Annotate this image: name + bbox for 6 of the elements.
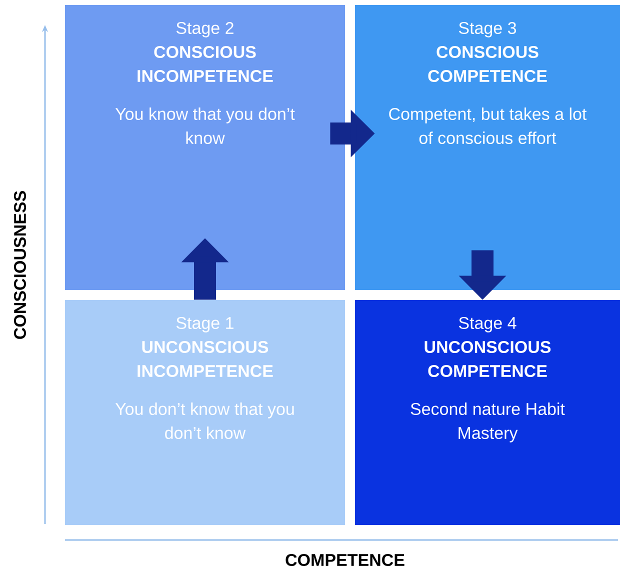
- axis-label: COMPETENCE: [286, 554, 404, 566]
- stage-box: Stage 3 CONSCIOUS COMPETENCE Competent, but takes a lot of conscious effort: [355, 5, 620, 290]
- stage-box: Stage 2 CONSCIOUS INCOMPETENCE You know that you don’t know: [65, 5, 345, 290]
- axis-label: CONSCIOUSNESS: [14, 191, 26, 339]
- stage-box: Stage 1 UNCONSCIOUS INCOMPETENCE You don’t know that you don’t know: [65, 300, 345, 525]
- stage-box: Stage 4 UNCONSCIOUS COMPETENCE Second nature Habit Mastery: [355, 300, 620, 525]
